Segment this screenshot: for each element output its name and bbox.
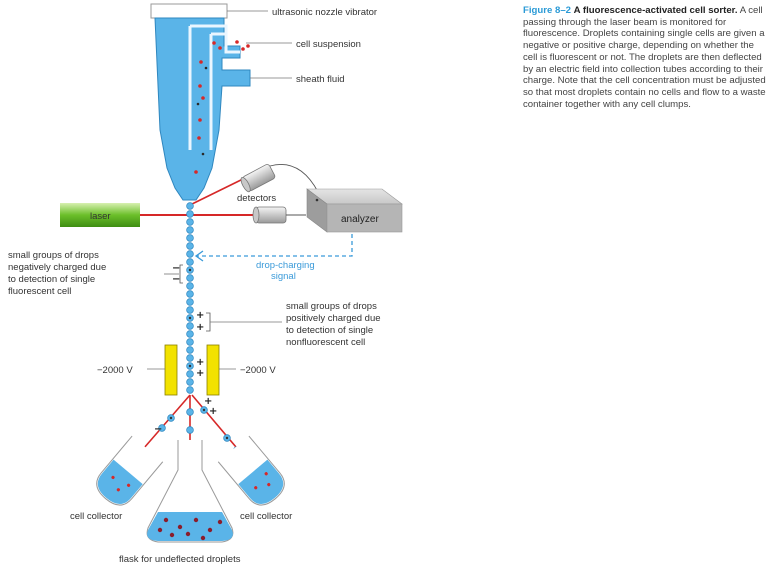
charging-signal-line (196, 234, 353, 257)
undeflected-flask (146, 440, 234, 543)
cells-in-nozzle (194, 40, 250, 174)
charging-label-2: signal (271, 271, 296, 282)
analyzer-label: analyzer (341, 214, 379, 225)
right-cell-collector (217, 435, 285, 506)
voltage-right-label: −2000 V (240, 365, 276, 376)
flask-label: flask for undeflected droplets (119, 554, 241, 565)
svg-text:−: − (172, 263, 180, 274)
svg-text:+: + (204, 396, 212, 407)
negative-charge-marks: − − (172, 263, 183, 285)
pos-group-label-4: nonfluorescent cell (286, 337, 365, 348)
positive-charge-marks: + + (196, 310, 211, 333)
neg-group-label-3: to detection of single (8, 274, 95, 285)
svg-text:+: + (196, 357, 204, 368)
svg-text:+: + (196, 310, 204, 321)
svg-text:+: + (196, 322, 204, 333)
svg-text:+: + (209, 406, 217, 417)
figure-caption-body: A cell passing through the laser beam is… (523, 5, 766, 110)
detector-upper (240, 164, 276, 193)
detectors-label: detectors (237, 193, 276, 204)
vibrator-label: ultrasonic nozzle vibrator (272, 7, 377, 18)
svg-text:−: − (154, 424, 162, 435)
svg-text:+: + (196, 368, 204, 379)
charging-label-1: drop-charging (256, 260, 315, 271)
detector-lower (252, 206, 287, 224)
right-collector-label: cell collector (240, 511, 292, 522)
sheath-label: sheath fluid (296, 74, 345, 85)
nozzle-body (154, 17, 251, 201)
neg-group-label-1: small groups of drops (8, 250, 99, 261)
left-collector-label: cell collector (70, 511, 122, 522)
deflection-plate-right (206, 344, 220, 396)
figure-caption: Figure 8–2 A fluorescence-activated cell… (523, 5, 769, 110)
figure-title: A fluorescence-activated cell sorter. (573, 5, 738, 16)
pos-group-label-1: small groups of drops (286, 301, 377, 312)
analyzer-box (306, 188, 403, 233)
droplet-stream (186, 202, 194, 394)
pos-group-label-3: to detection of single (286, 325, 373, 336)
pos-group-label-2: positively charged due (286, 313, 381, 324)
laser-source (60, 203, 140, 227)
svg-text:−: − (172, 274, 180, 285)
left-cell-collector (96, 435, 164, 506)
figure-number: Figure 8–2 (523, 5, 571, 16)
laser-label: laser (90, 211, 111, 222)
voltage-left-label: −2000 V (97, 365, 133, 376)
deflection-plate-left (164, 344, 178, 396)
neg-group-label-4: fluorescent cell (8, 286, 71, 297)
nozzle-vibrator (150, 3, 228, 19)
neg-group-label-2: negatively charged due (8, 262, 106, 273)
suspension-label: cell suspension (296, 39, 361, 50)
